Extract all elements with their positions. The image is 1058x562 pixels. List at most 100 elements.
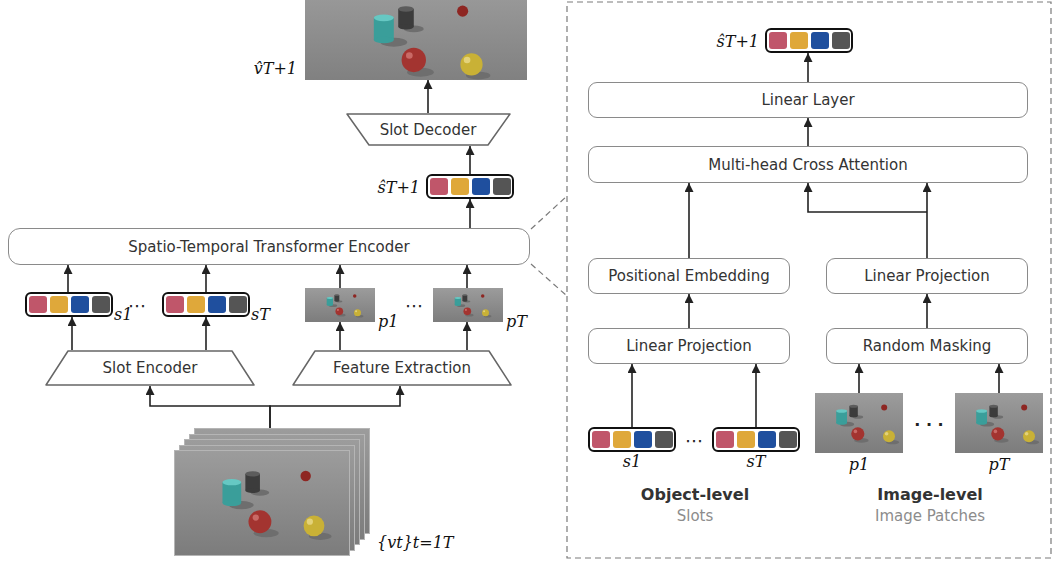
scene-object [402, 48, 426, 72]
scene-object [305, 0, 527, 80]
slot-cell [655, 431, 673, 448]
arrow-connector [72, 317, 73, 350]
arrow-connector [206, 265, 207, 292]
arrow-connector [927, 294, 928, 328]
box-label: Multi-head Cross Attention [708, 156, 907, 174]
scene-object [327, 297, 333, 299]
arrow-line [466, 265, 468, 288]
slot-cell [592, 431, 610, 448]
arrow-line [150, 386, 270, 428]
slot-cell [472, 178, 490, 195]
scene-object [253, 514, 259, 520]
ellipsis-mark: ⋯ [405, 295, 423, 316]
scene-object [222, 500, 241, 506]
arrow-line [807, 53, 809, 82]
arrow-connector [68, 265, 69, 292]
scene-object [955, 393, 1043, 453]
scene-image [433, 288, 503, 322]
scene-image [955, 393, 1043, 453]
arrow-line [71, 317, 73, 350]
slot-cell [790, 32, 808, 49]
scene-object [462, 294, 467, 296]
scene-object [885, 432, 889, 436]
arrow-connector [689, 294, 690, 328]
scene-object [854, 430, 858, 434]
process-box: Linear Projection [826, 258, 1028, 294]
slot-cell [493, 178, 511, 195]
arrow-connector [808, 118, 809, 146]
scene-object [881, 404, 887, 410]
arrow-connector [859, 364, 860, 393]
arrow-connector [808, 53, 809, 82]
video-frame [174, 450, 350, 556]
slot-cell [208, 296, 226, 313]
scene-object [433, 288, 503, 322]
scene-object [849, 405, 857, 408]
slot-cell [634, 431, 652, 448]
scene-render [815, 393, 903, 453]
slot-vector: s1 [588, 427, 676, 452]
scene-object [483, 310, 485, 312]
scene-object [465, 309, 467, 311]
symbol-label: ŝT+1 [378, 177, 420, 196]
trapezoid-shape [347, 114, 510, 145]
arrow-connector [270, 386, 400, 428]
zoom-line [531, 196, 567, 229]
slot-vector: sT [712, 427, 800, 452]
symbol-label: pT [506, 312, 527, 331]
arrow-line [926, 294, 928, 328]
slot-cell [716, 431, 734, 448]
scene-object [1025, 432, 1029, 436]
trapezoid-shape [293, 351, 511, 385]
process-box: Positional Embedding [588, 258, 790, 294]
scene-object [482, 309, 489, 316]
scene-object [463, 307, 471, 315]
image-frame: p1 [305, 288, 375, 322]
symbol-label: sT [747, 452, 766, 471]
scene-object [991, 427, 1004, 440]
scene-object [994, 430, 998, 434]
slot-vector: s1 [25, 292, 113, 317]
slot-cell [451, 178, 469, 195]
slot-cell [50, 296, 68, 313]
scene-object [398, 24, 414, 30]
group-caption: Image-level [877, 485, 982, 504]
arrow-connector [467, 322, 468, 350]
scene-object [989, 414, 997, 417]
arrow-connector [428, 80, 429, 113]
arrow-connector [340, 265, 341, 288]
scene-object [462, 295, 467, 301]
scene-render [305, 288, 375, 322]
slot-cell [166, 296, 184, 313]
arrow-line [205, 265, 207, 292]
scene-image [305, 288, 375, 322]
scene-render [305, 0, 527, 80]
scene-object [455, 304, 461, 306]
scene-image [815, 393, 903, 453]
process-box: Random Masking [826, 328, 1028, 364]
scene-object [481, 294, 485, 298]
scene-object [305, 288, 375, 322]
slot-cell [71, 296, 89, 313]
symbol-label: v̂T+1 [254, 59, 297, 78]
slot-vector: ŝT+1 [426, 174, 514, 199]
scene-object [307, 519, 313, 525]
slot-cell [187, 296, 205, 313]
scene-object [335, 307, 343, 315]
decoder-trapezoid: Slot Decoder [346, 113, 511, 146]
box-label: Random Masking [863, 337, 992, 355]
box-label: Slot Decoder [380, 121, 477, 139]
scene-object [374, 37, 394, 44]
slot-cell [758, 431, 776, 448]
frame-stack: {vt}t=1T [174, 428, 374, 556]
box-label: Spatio-Temporal Transformer Encoder [128, 238, 409, 256]
slot-cell [613, 431, 631, 448]
scene-object [976, 421, 987, 425]
arrow-line [998, 364, 1000, 393]
scene-object [300, 471, 310, 481]
slot-cell [769, 32, 787, 49]
scene-object [460, 53, 482, 75]
scene-object [815, 393, 903, 453]
process-box: Spatio-Temporal Transformer Encoder [8, 228, 530, 265]
group-caption: Image Patches [875, 507, 985, 525]
